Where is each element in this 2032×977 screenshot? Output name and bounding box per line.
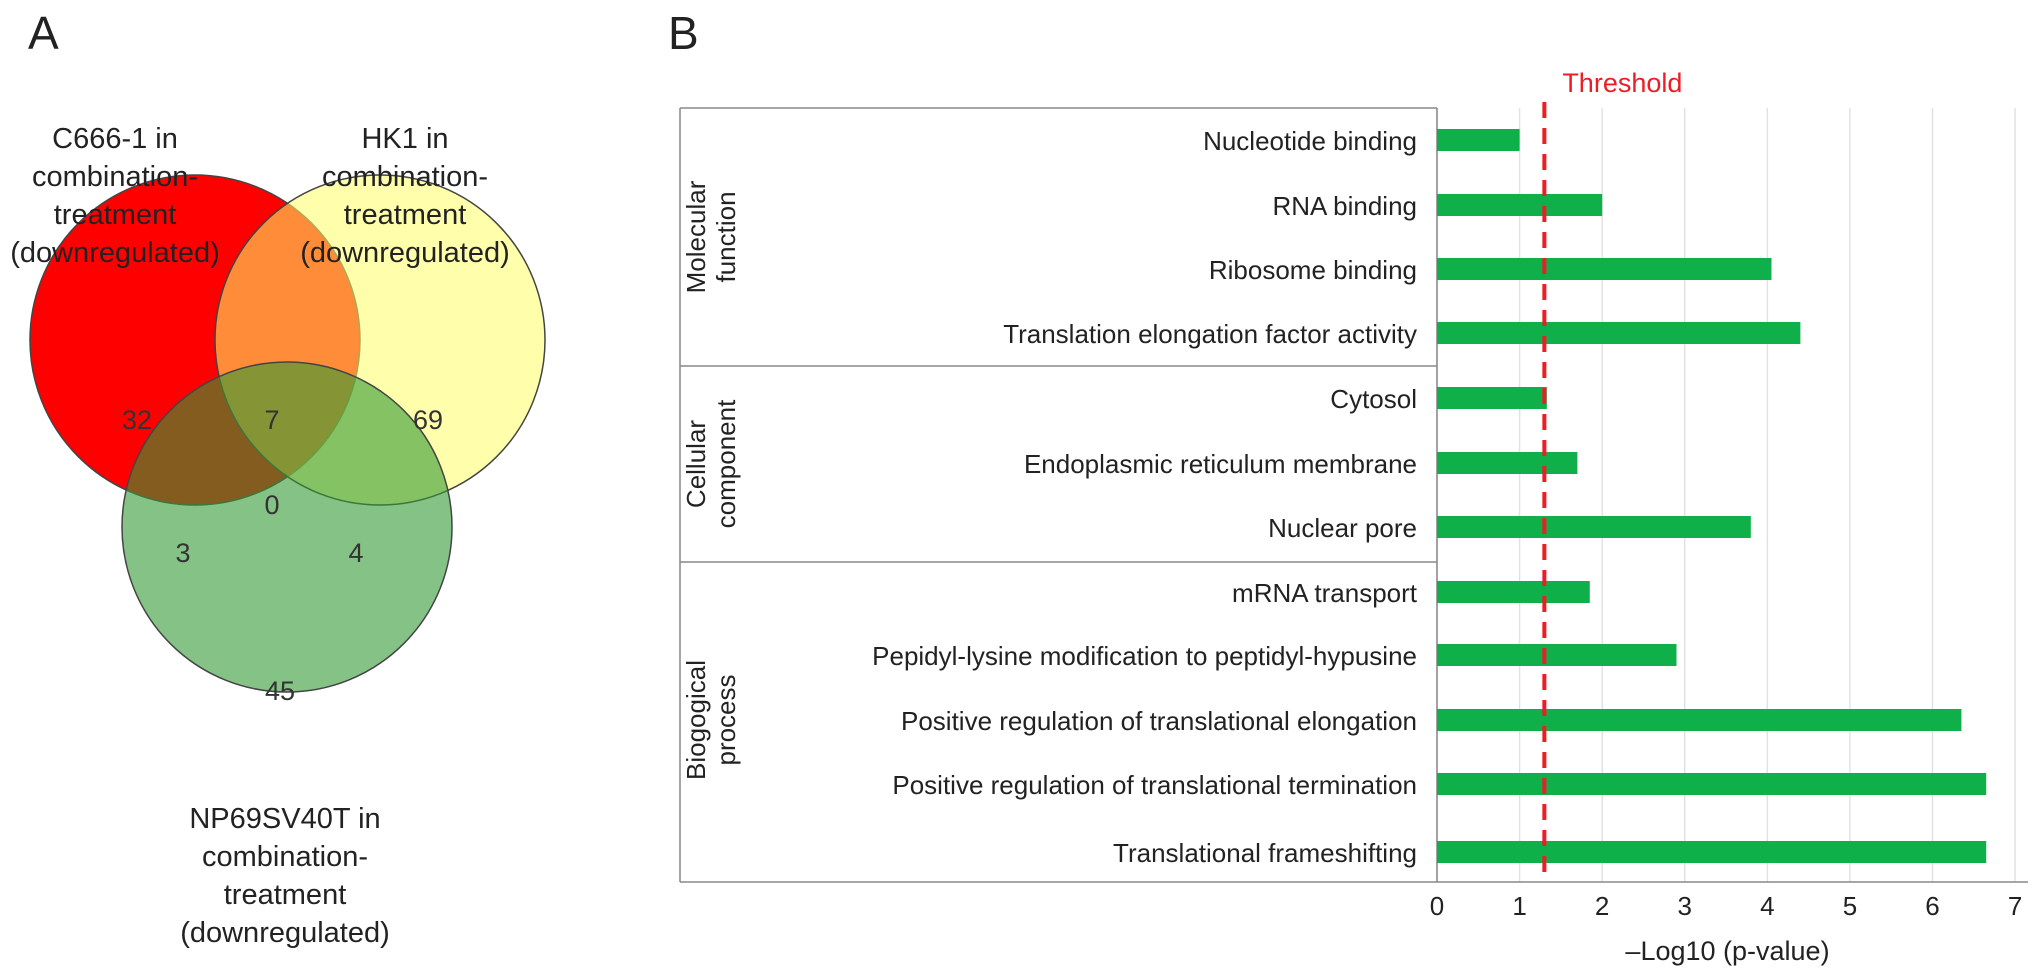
bar-category-label: Nuclear pore [1268,513,1417,543]
bar [1437,644,1677,666]
x-tick-label: 3 [1678,891,1692,921]
bar-category-label: Cytosol [1330,384,1417,414]
bar-category-label: Translational frameshifting [1113,838,1417,868]
bar-category-label: Translation elongation factor activity [1003,319,1417,349]
venn-count-only-c666: 32 [122,405,152,435]
venn-label-hk1: HK1 in combination- treatment (downregul… [300,123,510,269]
panel-a-letter: A [28,7,59,59]
bar [1437,581,1590,603]
x-tick-label: 0 [1430,891,1444,921]
venn-count-c666-np69: 3 [175,538,190,568]
bar [1437,322,1801,344]
venn-count-only-hk1: 69 [413,405,443,435]
venn-count-hk1-np69: 4 [348,538,363,568]
x-tick-label: 2 [1595,891,1609,921]
venn-circle-np69 [121,361,453,693]
threshold-label: Threshold [1562,68,1682,98]
x-tick-label: 6 [1925,891,1939,921]
x-axis-label: –Log10 (p-value) [1625,936,1829,966]
group-name: Biogogicalprocess [681,660,741,780]
bar-category-label: Nucleotide binding [1203,126,1417,156]
bar [1437,452,1578,474]
bar [1437,194,1603,216]
bar-category-label: Pepidyl-lysine modification to peptidyl-… [872,641,1417,671]
bar-category-label: Ribosome binding [1209,255,1417,285]
x-tick-label: 7 [2008,891,2022,921]
venn-circles [29,174,546,693]
group-name: Molecularfunction [681,180,741,293]
bar-category-label: mRNA transport [1232,578,1418,608]
x-tick-label: 1 [1512,891,1526,921]
bar-category-label: Positive regulation of translational elo… [901,706,1417,736]
bar [1437,516,1751,538]
bar [1437,258,1772,280]
venn-count-c666-hk1: 7 [264,405,279,435]
bar [1437,387,1547,409]
bar [1437,129,1520,151]
x-tick-label: 4 [1760,891,1774,921]
venn-count-all: 0 [264,490,279,520]
panel-b-letter: B [668,7,699,59]
bar [1437,773,1987,795]
bar-category-label: Endoplasmic reticulum membrane [1024,449,1417,479]
bar [1437,709,1962,731]
x-tick-label: 5 [1843,891,1857,921]
bar [1437,841,1987,863]
venn-label-c666: C666-1 in combination- treatment (downre… [10,123,220,269]
group-name: Cellularcomponent [681,399,741,528]
bar-category-label: Positive regulation of translational ter… [892,770,1417,800]
bar-category-label: RNA binding [1272,191,1417,221]
venn-count-only-np69: 45 [265,676,295,706]
venn-label-np69: NP69SV40T in combination- treatment (dow… [180,803,390,949]
